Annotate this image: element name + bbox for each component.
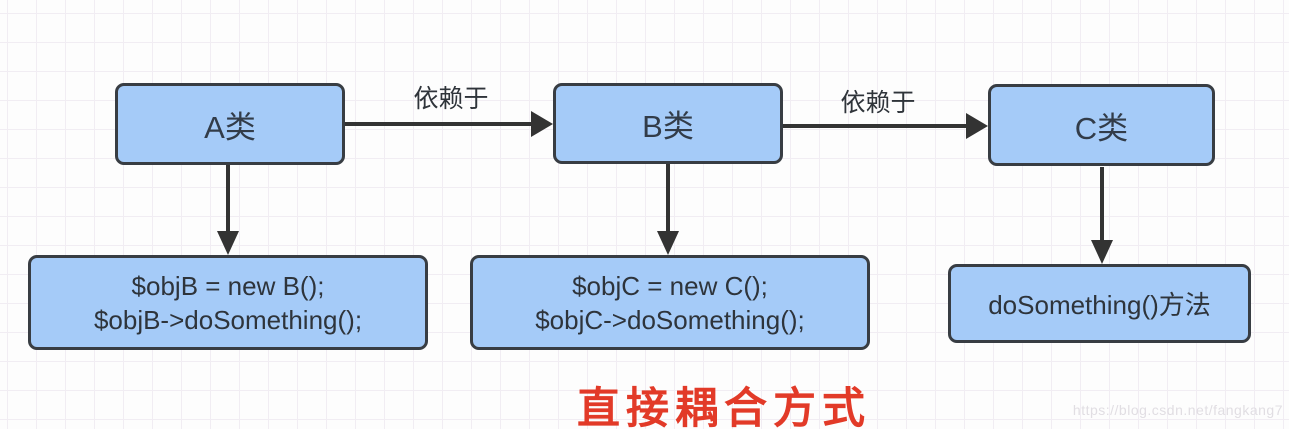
watermark-url: https://blog.csdn.net/fangkang7 (1072, 402, 1283, 418)
code-box-b-body: $objC = new C(); $objC->doSomething(); (470, 255, 870, 350)
arrow-a-to-b-line (345, 122, 533, 126)
arrow-a-to-b-head-icon (531, 111, 553, 137)
code-box-b-line2: $objC->doSomething(); (535, 304, 805, 335)
arrow-a-down-head-icon (217, 231, 239, 255)
edge-label-b-to-c: 依赖于 (840, 89, 916, 117)
method-box-c: doSomething()方法 (948, 264, 1251, 343)
class-box-a: A类 (115, 83, 345, 165)
code-box-a-line1: $objB = new B(); (131, 270, 325, 301)
class-box-a-label: A类 (204, 109, 256, 145)
arrow-b-to-c-head-icon (966, 113, 988, 139)
diagram-title: 直接耦合方式 (577, 385, 871, 429)
arrow-b-down-line (666, 164, 670, 231)
class-box-b-label: B类 (642, 109, 694, 144)
code-box-a-body: $objB = new B(); $objB->doSomething(); (28, 255, 428, 350)
class-box-c: C类 (988, 84, 1215, 166)
arrow-c-down-head-icon (1091, 240, 1113, 264)
class-box-b: B类 (553, 83, 783, 164)
arrow-b-to-c-line (783, 124, 966, 128)
method-box-c-label: doSomething()方法 (988, 290, 1211, 320)
edge-label-a-to-b: 依赖于 (413, 85, 489, 113)
code-box-b-line1: $objC = new C(); (572, 270, 768, 301)
arrow-a-down-line (226, 165, 230, 231)
arrow-c-down-line (1100, 167, 1104, 240)
arrow-b-down-head-icon (657, 231, 679, 255)
code-box-a-line2: $objB->doSomething(); (93, 304, 363, 335)
class-box-c-label: C类 (1074, 110, 1129, 146)
